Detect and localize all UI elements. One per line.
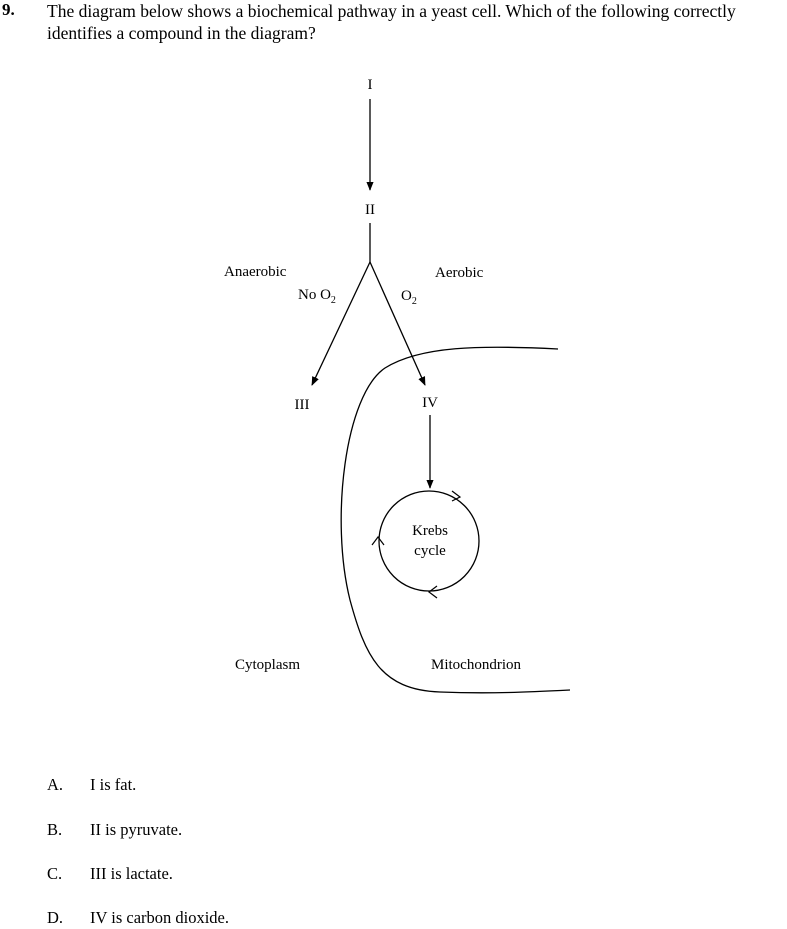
pathway-diagram: I II Anaerobic Aerobic No O2 O2 III IV K… [224,77,571,694]
question-stem-line-2: identifies a compound in the diagram? [47,23,316,43]
label-anaerobic: Anaerobic [224,264,287,280]
question-number: 9. [2,0,15,19]
label-krebs: Krebs [412,523,448,539]
question-stem-line-1: The diagram below shows a biochemical pa… [47,1,736,21]
label-mitochondrion: Mitochondrion [431,657,521,673]
option-c[interactable]: C. III is lactate. [47,864,173,884]
label-II: II [365,202,375,218]
label-cytoplasm: Cytoplasm [235,657,300,673]
question-stem: The diagram below shows a biochemical pa… [47,0,787,44]
option-c-letter: C. [47,864,63,883]
label-IV: IV [422,395,438,411]
label-III: III [295,397,310,413]
label-no-o2: No O2 [298,287,336,306]
krebs-cycle-arrowhead-left [371,536,385,546]
label-aerobic: Aerobic [435,265,484,281]
option-b-text: II is pyruvate. [90,820,183,839]
label-cycle: cycle [414,543,446,559]
label-I: I [368,77,373,93]
mitochondrion-membrane [340,346,571,694]
krebs-cycle-arrowhead-top [451,490,462,502]
option-c-text: III is lactate. [90,864,173,883]
option-a-letter: A. [47,775,64,794]
arrow-aerobic [369,261,426,386]
option-a-text: I is fat. [90,775,137,794]
option-d-letter: D. [47,908,64,927]
option-b[interactable]: B. II is pyruvate. [47,820,182,840]
label-o2: O2 [401,288,417,307]
option-b-letter: B. [47,820,63,839]
option-a[interactable]: A. I is fat. [47,775,136,795]
krebs-cycle-arrowhead-bottom [428,585,438,599]
option-d[interactable]: D. IV is carbon dioxide. [47,908,229,928]
arrow-anaerobic [311,261,371,386]
krebs-cycle-circle [378,490,480,592]
option-d-text: IV is carbon dioxide. [90,908,230,927]
